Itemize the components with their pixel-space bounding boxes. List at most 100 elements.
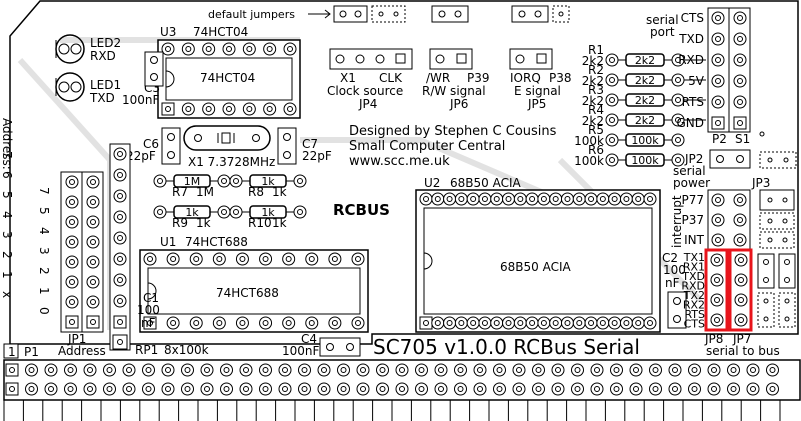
resistor-pad bbox=[605, 113, 619, 127]
jp7-pin bbox=[734, 293, 748, 307]
jp8-pin bbox=[710, 253, 724, 267]
address-label: Address: bbox=[0, 118, 14, 170]
bus-pin bbox=[493, 382, 506, 396]
resistor-ref: R9 bbox=[172, 216, 188, 230]
chip-pin bbox=[502, 316, 516, 330]
bus-pin bbox=[298, 363, 311, 377]
bus-pin bbox=[278, 382, 292, 396]
interrupt-pin-label: P37 bbox=[681, 213, 704, 227]
serial-port-pin-label: GND bbox=[676, 116, 704, 130]
resistor-pad bbox=[229, 174, 243, 188]
resistor-pad bbox=[153, 174, 167, 188]
bus-pin bbox=[532, 363, 545, 377]
bus-pin bbox=[239, 363, 253, 377]
jp4-header[interactable] bbox=[329, 48, 413, 70]
jp2-header[interactable] bbox=[709, 149, 751, 169]
interrupt-pin bbox=[711, 213, 725, 227]
jp6-right: P39 bbox=[467, 71, 490, 85]
resistor-r9: 1k bbox=[153, 205, 231, 219]
website-url: www.scc.me.uk bbox=[349, 154, 450, 169]
u2-part: 68B50 ACIA bbox=[450, 176, 522, 190]
c3-cap bbox=[144, 51, 164, 87]
chip-pin bbox=[513, 192, 527, 206]
bus-pin bbox=[649, 363, 662, 377]
chip-pin bbox=[181, 102, 195, 116]
bus-pin bbox=[746, 382, 760, 396]
jp5-desc: E signal bbox=[514, 84, 561, 98]
bus-pin bbox=[688, 363, 701, 377]
crystal-label: X1 7.3728MHz bbox=[188, 155, 275, 169]
chip-body bbox=[165, 57, 293, 101]
board-title: SC705 v1.0.0 RCBus Serial bbox=[373, 335, 640, 359]
jp6-header[interactable] bbox=[429, 48, 473, 70]
serial-port-pin bbox=[711, 32, 725, 46]
jp5-header[interactable] bbox=[509, 48, 553, 70]
jp3-pads bbox=[759, 189, 795, 249]
jp1-pin bbox=[65, 255, 79, 269]
c7-value: 22pF bbox=[302, 149, 332, 163]
bus-pin bbox=[571, 363, 584, 377]
resistor-r10: 1k bbox=[229, 205, 307, 219]
chip-pin bbox=[560, 192, 574, 206]
jp1-pin bbox=[65, 235, 79, 249]
jp1-pins bbox=[65, 175, 100, 329]
jp8-signal-label: RTS bbox=[684, 308, 705, 321]
c2-value-2: nF bbox=[665, 276, 680, 290]
resistor-ref: R10 bbox=[248, 216, 272, 230]
u3-part: 74HCT04 bbox=[193, 25, 248, 39]
chip-pin bbox=[305, 252, 319, 266]
bus-pin bbox=[395, 363, 409, 377]
chip-pin bbox=[443, 192, 457, 206]
jp1-pin bbox=[86, 235, 100, 249]
u3-ref: U3 bbox=[160, 25, 176, 39]
chip-pin bbox=[466, 192, 480, 206]
bus-pin bbox=[356, 382, 370, 396]
address-bit: 1 bbox=[37, 287, 51, 295]
bus-pin bbox=[746, 363, 760, 377]
jp1-header[interactable] bbox=[60, 171, 104, 333]
c7-cap bbox=[277, 127, 297, 165]
jp6-ref: JP6 bbox=[449, 97, 468, 111]
resistor-body-label: 1M bbox=[184, 175, 201, 188]
chip-pin bbox=[166, 316, 180, 330]
bus-pin bbox=[532, 382, 545, 396]
bus-pin bbox=[103, 382, 116, 396]
bus-pin bbox=[5, 363, 19, 377]
chip-pin bbox=[263, 42, 277, 56]
chip-pin bbox=[631, 316, 645, 330]
chip-pin bbox=[490, 192, 504, 206]
resistor-r4: 2k2 bbox=[605, 113, 685, 127]
resistor-pad bbox=[153, 205, 167, 219]
c6-cap bbox=[161, 127, 181, 165]
resistor-ref: R4 bbox=[588, 103, 604, 117]
serial-port-header[interactable] bbox=[707, 7, 751, 133]
chip-pin bbox=[181, 42, 195, 56]
bus-pin bbox=[337, 363, 350, 377]
rp1-pin bbox=[113, 147, 127, 161]
c3-value: 100nF bbox=[122, 93, 160, 107]
jp4-ref: JP4 bbox=[358, 97, 377, 111]
bus-pin bbox=[103, 363, 116, 377]
bus-pin bbox=[220, 363, 233, 377]
chip-pin bbox=[189, 252, 203, 266]
serial-port-pin bbox=[711, 95, 725, 109]
jp7-highlight bbox=[728, 248, 753, 332]
resistor-pad bbox=[229, 205, 243, 219]
chip-pin bbox=[584, 192, 598, 206]
interrupt-pin-label: P77 bbox=[681, 193, 704, 207]
bus-pin bbox=[473, 363, 487, 377]
address-value: 4 bbox=[0, 211, 14, 219]
bus-pin bbox=[434, 363, 448, 377]
jp8-signal-label: RXD bbox=[681, 280, 705, 293]
jp1-pin bbox=[65, 215, 79, 229]
bus-pin bbox=[278, 363, 292, 377]
chip-pin bbox=[419, 316, 433, 330]
address-bit: 5 bbox=[37, 207, 51, 215]
p1-ref: P1 bbox=[24, 345, 39, 359]
u1-body-label: 74HCT688 bbox=[216, 286, 279, 300]
rp1-pin bbox=[113, 210, 127, 224]
serial-port-pin bbox=[733, 32, 747, 46]
bus-pin bbox=[181, 363, 194, 377]
rp1-pin bbox=[113, 231, 127, 245]
